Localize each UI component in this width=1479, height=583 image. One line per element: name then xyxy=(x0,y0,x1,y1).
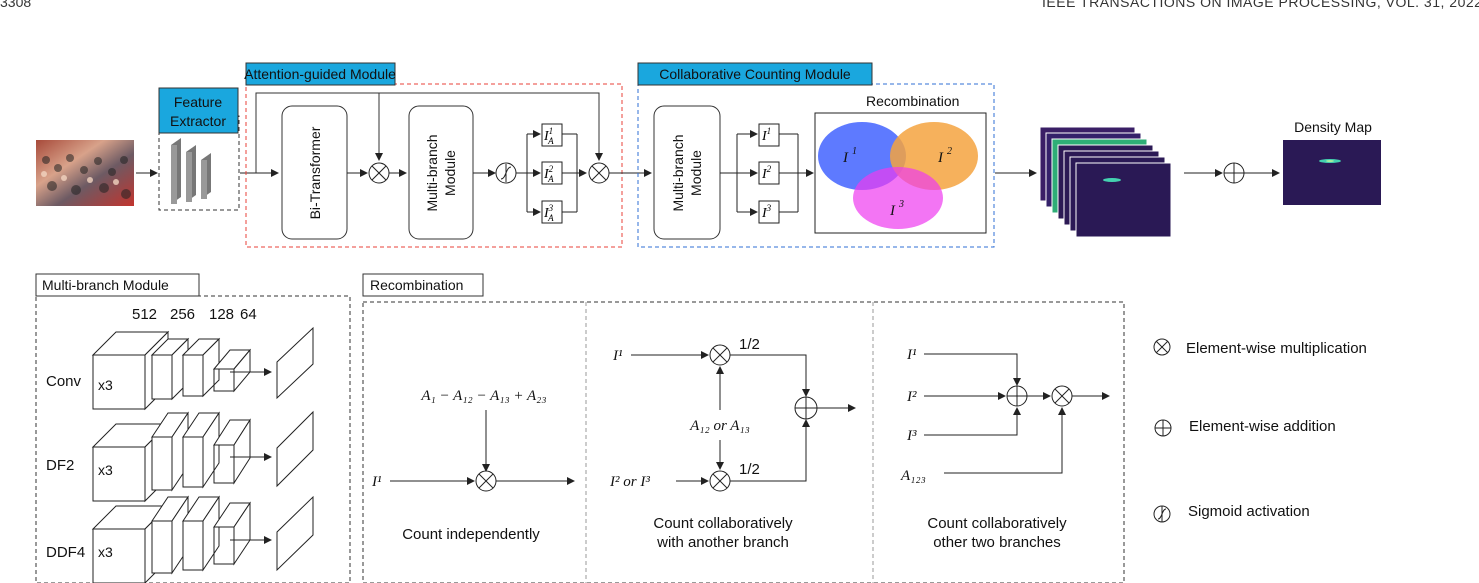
feature-extractor-box xyxy=(158,115,240,211)
panel2-caption-2: with another branch xyxy=(656,534,789,551)
conv-row xyxy=(91,326,314,411)
attention-guided-module-box xyxy=(245,83,623,248)
legend-add-label: Element-wise addition xyxy=(1189,418,1336,435)
panel2-weight-bottom: 1/2 xyxy=(739,461,760,478)
collaborative-counting-module-tab xyxy=(637,62,873,86)
channel-512: 512 xyxy=(132,306,157,323)
channel-128: 128 xyxy=(209,306,234,323)
multi-branch-label-4: Module xyxy=(688,150,704,196)
venn-label-1: I xyxy=(842,150,849,166)
ddf4-row xyxy=(91,495,314,583)
panel2-caption-1: Count collaboratively xyxy=(653,515,793,532)
ddf4-row-label: DDF4 xyxy=(46,544,85,561)
panel2-input-bottom: I² or I³ xyxy=(609,474,650,490)
branch-output-1: I1 xyxy=(758,123,780,147)
conv-row-repeat: x3 xyxy=(98,377,113,393)
recombination-detail-box xyxy=(362,301,1125,583)
panel3-input-2: I² xyxy=(906,389,917,405)
branch-output-2: I2 xyxy=(758,161,780,185)
multiply-icon xyxy=(1153,338,1171,356)
panel3-caption-2: other two branches xyxy=(933,534,1061,551)
legend-sigmoid-label: Sigmoid activation xyxy=(1188,503,1310,520)
panel2-input-top: I¹ xyxy=(612,348,623,364)
svg-text:I1: I1 xyxy=(761,126,771,144)
recombination-detail-title: Recombination xyxy=(370,277,463,293)
multi-branch-module-block xyxy=(408,105,474,240)
panel1-formula: A₁ − A₁₂ − A₁₃ + A₂₃ xyxy=(420,388,546,404)
add-icon xyxy=(1006,385,1028,407)
add-icon xyxy=(1154,419,1172,437)
multi-branch-detail-box xyxy=(35,295,351,583)
legend: Element-wise multiplication Element-wise… xyxy=(1153,338,1367,523)
panel1-input: I¹ xyxy=(371,474,382,490)
svg-text:I3: I3 xyxy=(761,203,772,221)
feature-extractor-tab xyxy=(158,87,239,134)
collaborative-counting-module-title: Collaborative Counting Module xyxy=(659,66,851,82)
panel2-weight-top: 1/2 xyxy=(739,336,760,353)
sigmoid-icon xyxy=(1153,505,1171,523)
feature-extractor-label-2: Extractor xyxy=(170,113,226,129)
branch-output-3: I3 xyxy=(758,200,780,224)
recombination-label: Recombination xyxy=(866,93,959,109)
page-number: 3308 xyxy=(0,0,32,10)
multiply-icon xyxy=(709,344,731,366)
multiply-icon xyxy=(475,470,497,492)
df2-row-repeat: x3 xyxy=(98,462,113,478)
multiply-icon xyxy=(709,470,731,492)
sigmoid-icon xyxy=(495,162,517,184)
multi-branch-label-3: Multi-branch xyxy=(670,134,686,211)
input-crowd-image xyxy=(36,140,134,206)
venn-diagram xyxy=(818,122,978,229)
ddf4-row-repeat: x3 xyxy=(98,544,113,560)
panel3-input-3: I³ xyxy=(906,428,917,444)
add-icon xyxy=(794,396,818,420)
channel-256: 256 xyxy=(170,306,195,323)
multi-branch-label-2: Module xyxy=(442,150,458,196)
svg-text:I2A: I2A xyxy=(543,164,554,184)
venn-label-2-sup: 2 xyxy=(947,146,952,157)
feature-extractor-label-1: Feature xyxy=(174,94,222,110)
conv-row-label: Conv xyxy=(46,373,82,390)
df2-row xyxy=(91,410,314,503)
density-map-stack xyxy=(1039,126,1172,238)
svg-text:I1A: I1A xyxy=(543,126,554,146)
feature-extractor-icon xyxy=(171,138,211,204)
venn-label-2: I xyxy=(937,150,944,166)
density-map-output xyxy=(1283,140,1381,205)
multi-branch-detail-title: Multi-branch Module xyxy=(42,277,169,293)
multi-branch-module-block-2 xyxy=(653,105,721,240)
multi-branch-label-1: Multi-branch xyxy=(424,134,440,211)
panel3-mask: A₁₂₃ xyxy=(900,468,926,484)
density-map-label: Density Map xyxy=(1294,119,1372,135)
venn-label-3-sup: 3 xyxy=(898,199,904,210)
bi-transformer-label: Bi-Transformer xyxy=(307,126,323,219)
panel2-mask: A₁₂ or A₁₃ xyxy=(689,418,750,434)
add-icon xyxy=(1223,162,1245,184)
channel-64: 64 xyxy=(240,306,257,323)
panel1-caption: Count independently xyxy=(402,526,540,543)
venn-label-3: I xyxy=(889,203,896,219)
multi-branch-detail-tab xyxy=(35,273,200,297)
multiply-icon xyxy=(1051,385,1073,407)
panel3-caption-1: Count collaboratively xyxy=(927,515,1067,532)
recombination-detail-tab xyxy=(362,273,484,297)
svg-text:I3A: I3A xyxy=(543,203,554,223)
journal-header: IEEE TRANSACTIONS ON IMAGE PROCESSING, V… xyxy=(1042,0,1479,10)
attention-guided-module-tab xyxy=(245,62,396,86)
multiply-icon xyxy=(368,162,390,184)
multiply-icon xyxy=(588,162,610,184)
panel3-input-1: I¹ xyxy=(906,347,917,363)
df2-row-label: DF2 xyxy=(46,457,74,474)
attention-guided-module-title: Attention-guided Module xyxy=(244,66,396,82)
legend-multiply-label: Element-wise multiplication xyxy=(1186,340,1367,357)
venn-label-1-sup: 1 xyxy=(852,146,857,157)
svg-text:I2: I2 xyxy=(761,164,772,182)
